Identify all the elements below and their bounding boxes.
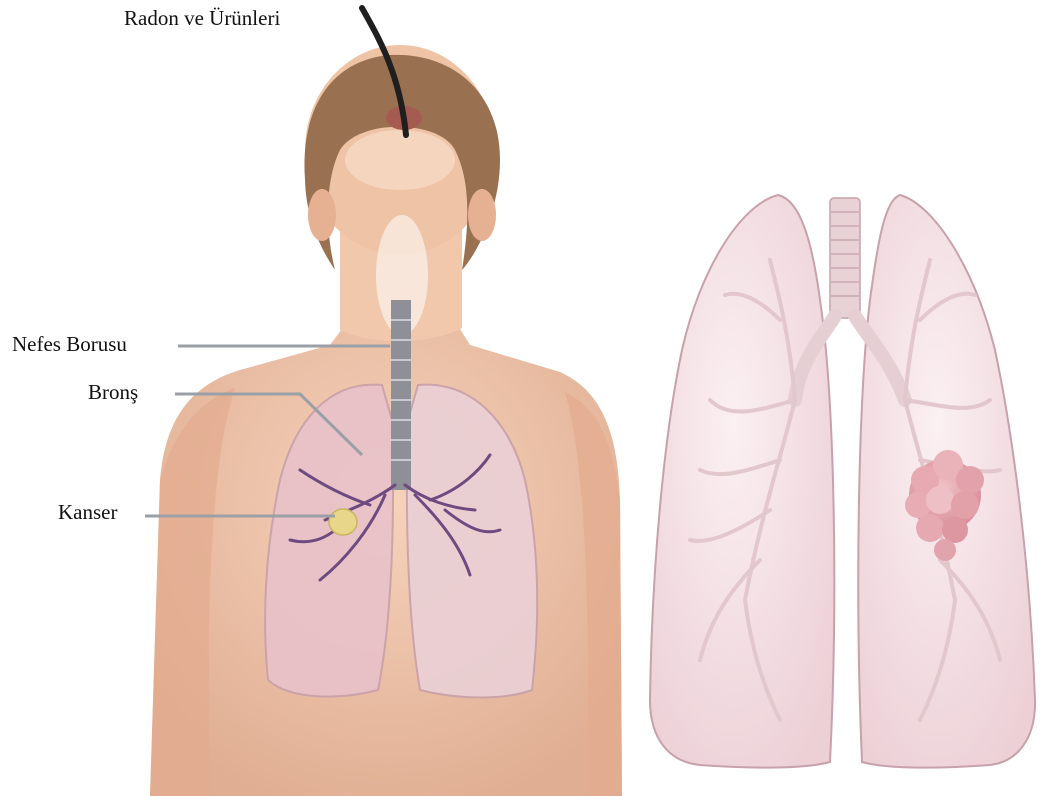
label-trachea: Nefes Borusu (12, 334, 127, 355)
label-cancer: Kanser (58, 502, 117, 523)
trachea (391, 300, 411, 490)
right-lung (650, 195, 834, 768)
label-bronchus: Bronş (88, 382, 138, 403)
chin (345, 130, 455, 190)
label-radon: Radon ve Ürünleri (124, 8, 280, 29)
lungs-trachea (830, 198, 860, 318)
lungs-illustration (650, 195, 1035, 768)
ear-left (308, 189, 336, 241)
human-figure (150, 8, 622, 796)
ear-right (468, 189, 496, 241)
cancer-spot (329, 509, 357, 535)
